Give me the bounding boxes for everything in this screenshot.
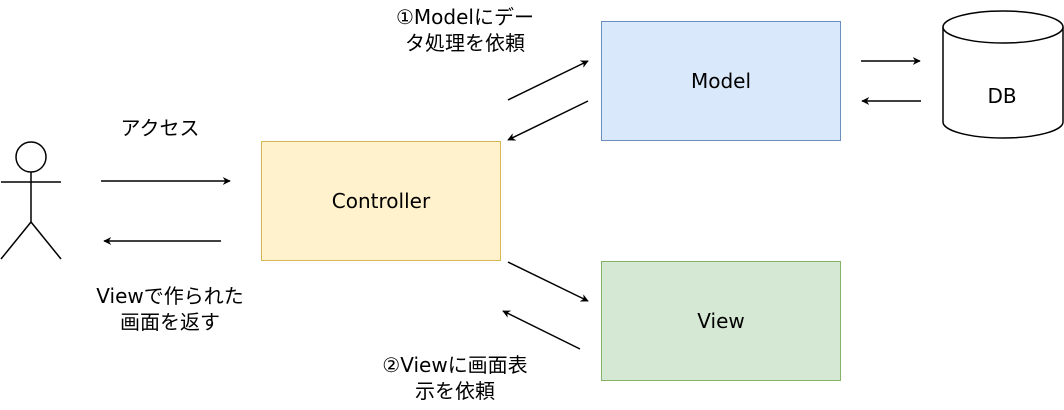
db-label: DB — [987, 84, 1017, 108]
controller-label: Controller — [331, 189, 431, 213]
arrow-model-to-controller — [507, 100, 589, 141]
view-box[interactable]: View — [601, 261, 841, 381]
arrow-view-to-controller — [502, 310, 581, 350]
access-label: アクセス — [120, 116, 200, 140]
return-screen-label: Viewで作られた 画面を返す — [96, 284, 244, 334]
view-request-label: ②Viewに画面表 示を依頼 — [382, 353, 528, 403]
arrow-controller-to-view — [507, 261, 589, 302]
controller-box[interactable]: Controller — [261, 141, 501, 261]
model-box[interactable]: Model — [601, 21, 841, 141]
database-icon — [942, 10, 1064, 139]
actor-icon — [0, 141, 62, 260]
model-label: Model — [690, 69, 752, 93]
arrow-controller-to-model — [507, 60, 589, 101]
view-label: View — [697, 309, 745, 333]
model-request-label: ①Modelにデー タ処理を依頼 — [396, 5, 534, 55]
